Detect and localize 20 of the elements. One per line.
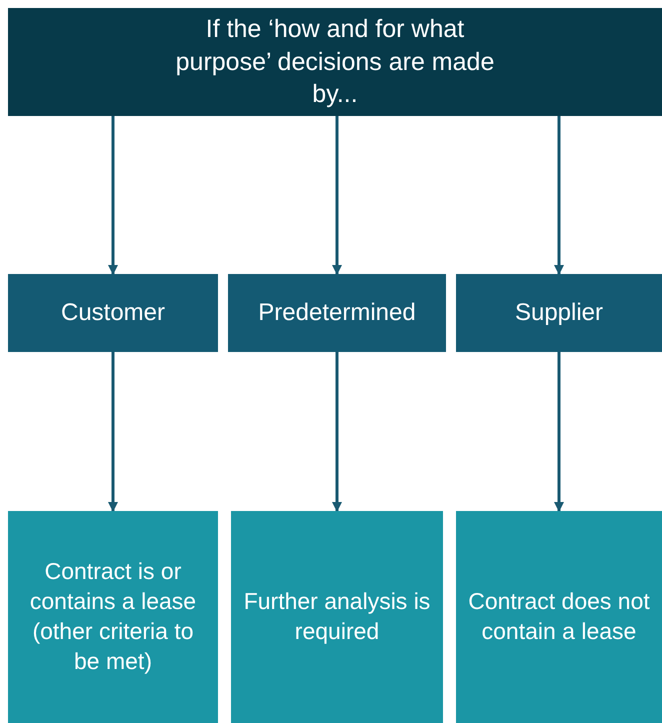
title-box xyxy=(8,8,662,116)
arrow xyxy=(554,352,564,512)
outcome-box xyxy=(231,511,443,723)
arrow xyxy=(108,352,118,512)
category-box xyxy=(456,274,662,352)
arrow xyxy=(554,116,564,275)
category-box xyxy=(8,274,218,352)
box-text: Supplier xyxy=(514,298,604,328)
box-text: If the ‘how and for what purpose’ decisions are made by... xyxy=(174,14,496,110)
arrow xyxy=(332,352,342,512)
outcome-box xyxy=(8,511,218,723)
arrow xyxy=(108,116,118,275)
box-text: Customer xyxy=(60,298,166,328)
outcome-box xyxy=(456,511,662,723)
box-text: Contract is or contains a lease (other criteria to be met) xyxy=(28,557,198,676)
box-text: Further analysis is required xyxy=(242,587,432,646)
box-text: Contract does not contain a lease xyxy=(467,587,651,646)
box-text: Predetermined xyxy=(258,298,416,328)
category-box xyxy=(228,274,446,352)
arrow xyxy=(332,116,342,275)
